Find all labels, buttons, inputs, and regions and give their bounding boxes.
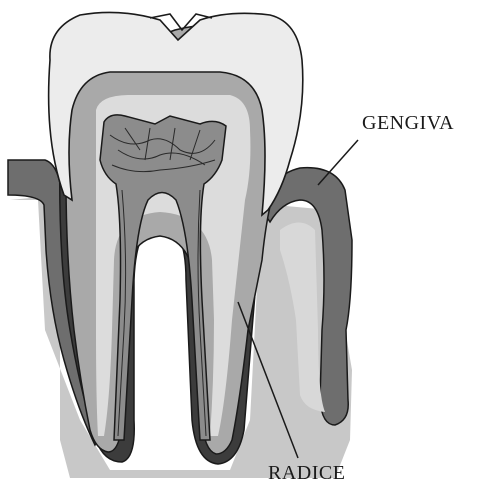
label-radice: RADICE: [268, 462, 345, 485]
label-gengiva: GENGIVA: [362, 112, 454, 135]
